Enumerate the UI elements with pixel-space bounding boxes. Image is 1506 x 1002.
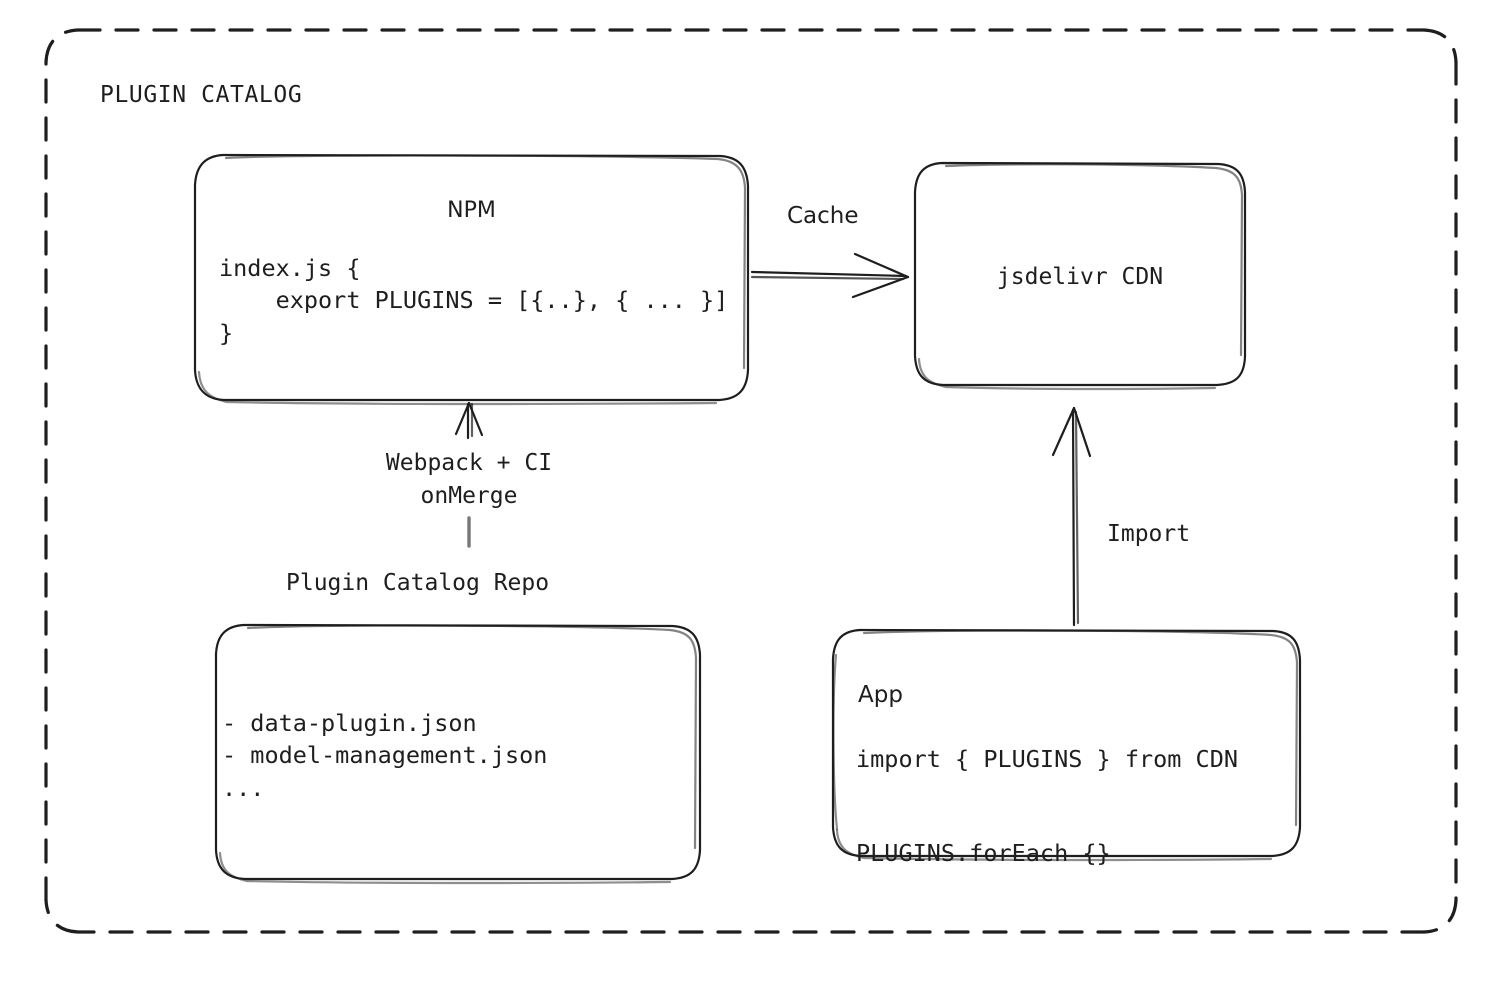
npm-node-label: NPM (447, 198, 496, 223)
app-node-code: import { PLUGINS } from CDN PLUGINS.forE… (856, 745, 1239, 867)
repo-node-caption: Plugin Catalog Repo (286, 570, 550, 596)
repo-node-files: - data-plugin.json - model-management.js… (222, 709, 548, 802)
cdn-node-label: jsdelivr CDN (996, 264, 1164, 290)
edge-label-import: Import (1107, 521, 1191, 547)
arrow-repo-to-npm (454, 401, 484, 440)
arrow-app-to-cdn (1051, 406, 1092, 627)
group-title: PLUGIN CATALOG (100, 82, 303, 108)
arrow-npm-to-cdn (750, 252, 910, 299)
app-node-label: App (858, 682, 903, 708)
npm-node-code: index.js { export PLUGINS = [{..}, { ...… (219, 254, 729, 347)
edge-label-cache: Cache (787, 203, 859, 229)
edge-label-webpack-ci: Webpack + CI onMerge (385, 450, 553, 509)
